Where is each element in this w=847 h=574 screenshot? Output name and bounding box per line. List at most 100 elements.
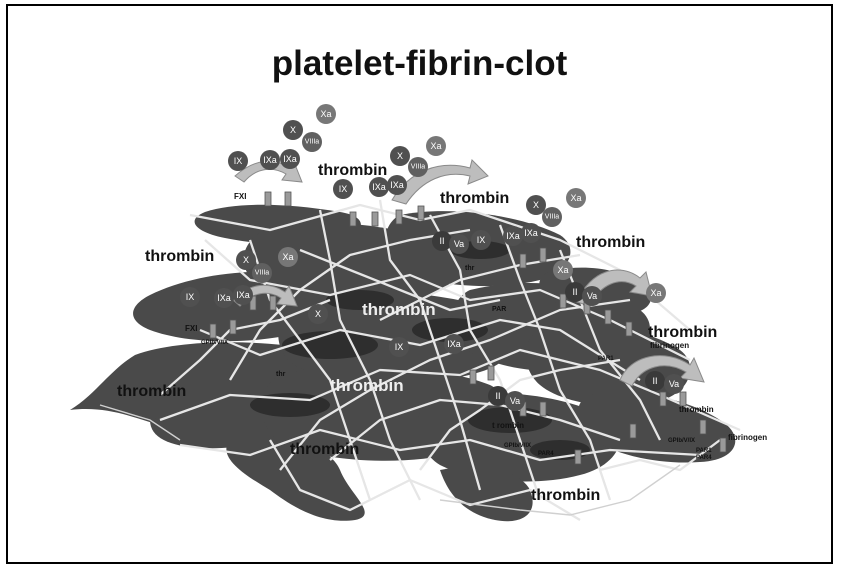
svg-text:X: X: [533, 200, 539, 210]
factor-X: X: [390, 146, 410, 166]
thrombin-label: thrombin: [145, 248, 214, 265]
thrombin-label: thrombin: [362, 300, 436, 319]
factor-IXa: IXa: [444, 334, 464, 354]
factor-IXa: IXa: [214, 288, 234, 308]
thrombin-label: thrombin: [648, 324, 717, 341]
svg-text:IXa: IXa: [217, 293, 231, 303]
factor-IXa: IXa: [503, 226, 523, 246]
thrombin-label: thrombin: [117, 383, 186, 400]
factor-X: X: [526, 195, 546, 215]
factor-IX: IX: [389, 337, 409, 357]
svg-text:IX: IX: [339, 184, 348, 194]
svg-text:VIIIa: VIIIa: [255, 270, 270, 277]
factor-Xa: Xa: [278, 247, 298, 267]
factor-Va: Va: [449, 234, 469, 254]
thrombin-label: thrombin: [290, 441, 359, 458]
factor-IXa: IXa: [260, 150, 280, 170]
factor-Xa: Xa: [553, 260, 573, 280]
factor-Va: Va: [505, 391, 525, 411]
svg-text:II: II: [652, 376, 657, 386]
factor-X: X: [236, 250, 256, 270]
thrombin-label: thrombin: [330, 376, 404, 395]
factor-IXa: IXa: [387, 175, 407, 195]
svg-text:Va: Va: [669, 379, 679, 389]
thrombin-small-label: thrombin: [679, 405, 714, 414]
thrombin-label: thrombin: [318, 162, 387, 179]
svg-text:Xa: Xa: [570, 193, 581, 203]
factor-VIIIa: VIIIa: [408, 157, 428, 177]
thrombin-label: thrombin: [576, 234, 645, 251]
svg-text:X: X: [243, 255, 249, 265]
svg-text:IX: IX: [395, 342, 404, 352]
factor-Xa: Xa: [646, 283, 666, 303]
factor-II: II: [645, 371, 665, 391]
fibrinogen-label: fibrinogen: [728, 433, 767, 442]
svg-text:Va: Va: [587, 291, 597, 301]
svg-text:Xa: Xa: [282, 252, 293, 262]
factor-Va: Va: [664, 374, 684, 394]
svg-text:Xa: Xa: [650, 288, 661, 298]
svg-text:IXa: IXa: [263, 155, 277, 165]
svg-text:IX: IX: [186, 292, 195, 302]
svg-text:IXa: IXa: [372, 182, 386, 192]
svg-text:Xa: Xa: [557, 265, 568, 275]
fxi-label: FXI: [234, 192, 246, 201]
svg-text:IXa: IXa: [524, 228, 538, 238]
factor-IXa: IXa: [233, 285, 253, 305]
factor-IXa: IXa: [369, 177, 389, 197]
factor-II: II: [488, 386, 508, 406]
svg-text:II: II: [572, 287, 577, 297]
factor-IX: IX: [180, 287, 200, 307]
thr-label: thr: [276, 371, 286, 378]
svg-text:II: II: [495, 391, 500, 401]
svg-text:X: X: [290, 125, 296, 135]
svg-text:Va: Va: [510, 396, 520, 406]
par4-label: PAR4: [538, 451, 554, 457]
svg-text:II: II: [439, 236, 444, 246]
factor-IX: IX: [471, 230, 491, 250]
par1-label: PAR1: [696, 448, 712, 454]
fxi-label: FXI: [185, 324, 197, 333]
svg-text:Va: Va: [454, 239, 464, 249]
thrombin-small-label: t rombin: [492, 421, 524, 430]
svg-text:X: X: [397, 151, 403, 161]
factor-II: II: [565, 282, 585, 302]
svg-text:VIIIa: VIIIa: [545, 214, 560, 221]
svg-text:VIIIa: VIIIa: [305, 139, 320, 146]
svg-text:IXa: IXa: [390, 180, 404, 190]
factor-X: X: [283, 120, 303, 140]
factor-Xa: Xa: [316, 104, 336, 124]
factor-VIIIa: VIIIa: [302, 132, 322, 152]
par1-label: PAR1: [598, 356, 614, 362]
svg-text:Xa: Xa: [430, 141, 441, 151]
gpib-label: GPIb/V/IX: [504, 443, 531, 449]
thrombin-label: thrombin: [531, 487, 600, 504]
svg-text:IX: IX: [234, 156, 243, 166]
svg-text:IXa: IXa: [447, 339, 461, 349]
factor-Xa: Xa: [426, 136, 446, 156]
svg-text:IXa: IXa: [283, 154, 297, 164]
gpib-label: GPIb/V/IX: [668, 438, 695, 444]
factor-II: II: [432, 231, 452, 251]
thrombin-label: thrombin: [440, 190, 509, 207]
fibrinogen-label: fibrinogen: [650, 341, 689, 350]
factor-VIIIa: VIIIa: [252, 263, 272, 283]
factor-X: X: [308, 304, 328, 324]
svg-text:IXa: IXa: [236, 290, 250, 300]
factor-VIIIa: VIIIa: [542, 207, 562, 227]
gpib-label: GPIb/V/IX: [201, 340, 228, 346]
par4-label: PAR4: [696, 455, 712, 461]
thr-label: thr: [465, 265, 475, 272]
factor-Xa: Xa: [566, 188, 586, 208]
factor-IXa: IXa: [280, 149, 300, 169]
factor-IX: IX: [333, 179, 353, 199]
factor-IXa: IXa: [521, 223, 541, 243]
svg-text:X: X: [315, 309, 321, 319]
factor-Va: Va: [582, 286, 602, 306]
par-label: PAR: [492, 306, 506, 313]
svg-text:Xa: Xa: [320, 109, 331, 119]
svg-text:IX: IX: [477, 235, 486, 245]
factor-IX: IX: [228, 151, 248, 171]
svg-text:VIIIa: VIIIa: [411, 164, 426, 171]
